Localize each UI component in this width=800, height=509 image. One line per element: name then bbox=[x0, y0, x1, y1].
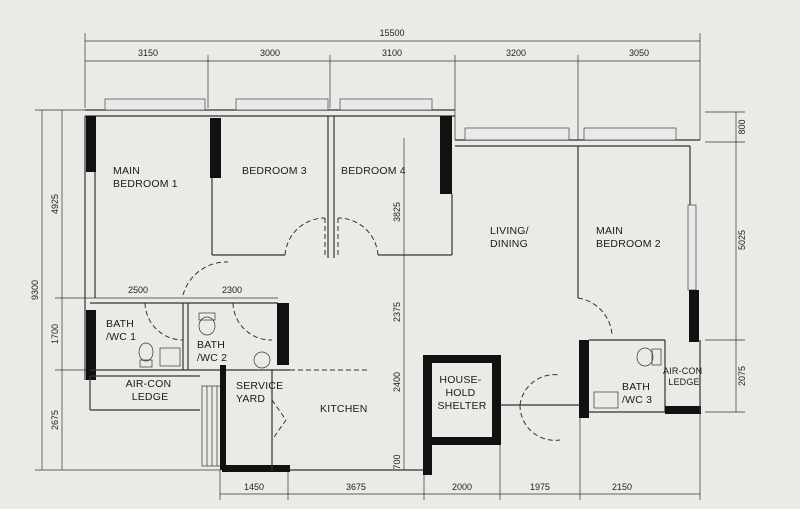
top-dim-2: 3000 bbox=[260, 48, 280, 58]
bottom-dim-5: 2150 bbox=[612, 482, 632, 492]
inner-dim-kitchen: 2400 bbox=[392, 372, 402, 392]
left-dim-1: 4925 bbox=[50, 194, 60, 214]
top-dim-4: 3200 bbox=[506, 48, 526, 58]
dimension-labels: 15500 3150 3000 3100 3200 3050 1450 3675… bbox=[30, 28, 747, 492]
inner-dim-shelter: 700 bbox=[392, 454, 402, 469]
sink-icon bbox=[159, 347, 181, 367]
room-label-aircon-ledge-2: AIR-CON LEDGE bbox=[663, 366, 705, 387]
door-swings bbox=[144, 217, 613, 441]
inner-dim-bedroom4: 3825 bbox=[392, 202, 402, 222]
dimension-lines bbox=[35, 33, 745, 500]
sink-icon bbox=[593, 391, 619, 409]
window bbox=[687, 204, 697, 291]
top-dim-1: 3150 bbox=[138, 48, 158, 58]
top-dim-3: 3100 bbox=[382, 48, 402, 58]
inner-dim-bath1: 2500 bbox=[128, 285, 148, 295]
bottom-dim-2: 3675 bbox=[346, 482, 366, 492]
room-label-household-shelter: HOUSE- HOLD SHELTER bbox=[437, 374, 486, 412]
basin-icon bbox=[253, 351, 271, 369]
bottom-dim-4: 1975 bbox=[530, 482, 550, 492]
room-label-kitchen: KITCHEN bbox=[320, 403, 368, 415]
inner-dim-bath2: 2300 bbox=[222, 285, 242, 295]
room-label-bath-wc-2: BATH /WC 2 bbox=[197, 339, 228, 364]
room-label-service-yard: SERVICE YARD bbox=[236, 380, 286, 405]
top-dim-5: 3050 bbox=[629, 48, 649, 58]
walls bbox=[84, 98, 701, 475]
window bbox=[339, 98, 433, 111]
room-label-bedroom-4: BEDROOM 4 bbox=[341, 165, 406, 177]
room-label-bedroom-3: BEDROOM 3 bbox=[242, 165, 307, 177]
fixtures bbox=[138, 312, 662, 409]
left-dim-3: 2675 bbox=[50, 410, 60, 430]
window bbox=[104, 98, 206, 111]
window bbox=[235, 98, 329, 111]
inner-dim-living: 2375 bbox=[392, 302, 402, 322]
bottom-dim-1: 1450 bbox=[244, 482, 264, 492]
room-label-living-dining: LIVING/ DINING bbox=[490, 225, 532, 250]
bottom-dim-3: 2000 bbox=[452, 482, 472, 492]
toilet-icon bbox=[198, 312, 216, 336]
right-dim-1: 800 bbox=[737, 119, 747, 134]
room-labels: MAIN BEDROOM 1 BEDROOM 3 BEDROOM 4 LIVIN… bbox=[106, 165, 705, 415]
right-dim-3: 2075 bbox=[737, 366, 747, 386]
room-label-bath-wc-3: BATH /WC 3 bbox=[622, 381, 653, 406]
room-label-bath-wc-1: BATH /WC 1 bbox=[106, 318, 137, 343]
toilet-icon bbox=[636, 347, 662, 367]
window bbox=[583, 127, 677, 141]
room-label-main-bedroom-1: MAIN BEDROOM 1 bbox=[113, 165, 178, 190]
overall-width-label: 15500 bbox=[379, 28, 404, 38]
right-dim-2: 5025 bbox=[737, 230, 747, 250]
left-dim-2: 1700 bbox=[50, 324, 60, 344]
room-label-aircon-ledge-1: AIR-CON LEDGE bbox=[126, 378, 175, 403]
window bbox=[464, 127, 570, 141]
toilet-icon bbox=[138, 342, 154, 368]
left-dim-overall: 9300 bbox=[30, 280, 40, 300]
room-label-main-bedroom-2: MAIN BEDROOM 2 bbox=[596, 225, 661, 250]
